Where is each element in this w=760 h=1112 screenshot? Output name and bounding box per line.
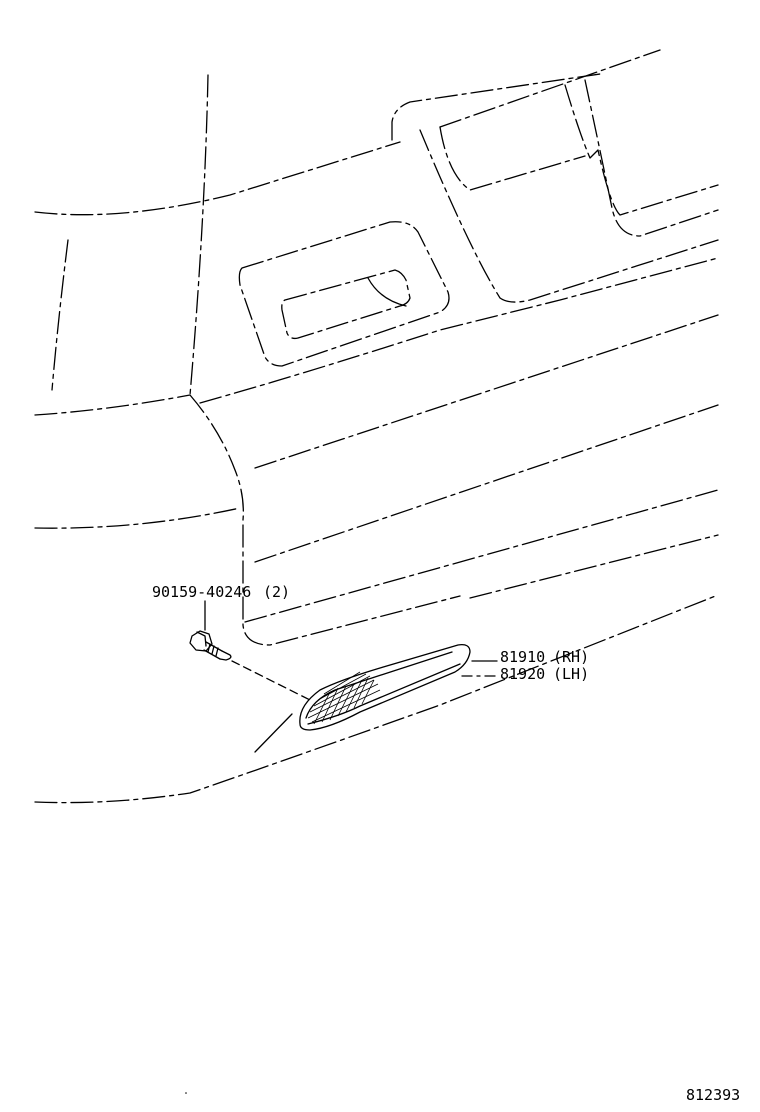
bolt-icon	[189, 630, 232, 661]
lamp-side-lh: (LH)	[553, 665, 589, 683]
leader-lines	[204, 600, 498, 701]
lamp-part-number-lh: 81920	[500, 665, 545, 683]
stray-dot	[185, 1092, 187, 1094]
bolt-part-number: 90159-40246	[152, 583, 251, 601]
lamp-part-number-rh: 81910	[500, 648, 545, 666]
bolt-quantity: (2)	[263, 583, 290, 601]
lamp-side-rh: (RH)	[553, 648, 589, 666]
illustration-number: 812393	[686, 1086, 740, 1104]
lamp-labels: 81910 (RH) 81920 (LH)	[500, 648, 589, 683]
side-marker-lamp	[254, 644, 471, 753]
bolt-label: 90159-40246 (2)	[152, 583, 290, 601]
lamp-lens-grid	[307, 671, 381, 725]
vehicle-body-outline	[34, 49, 719, 804]
